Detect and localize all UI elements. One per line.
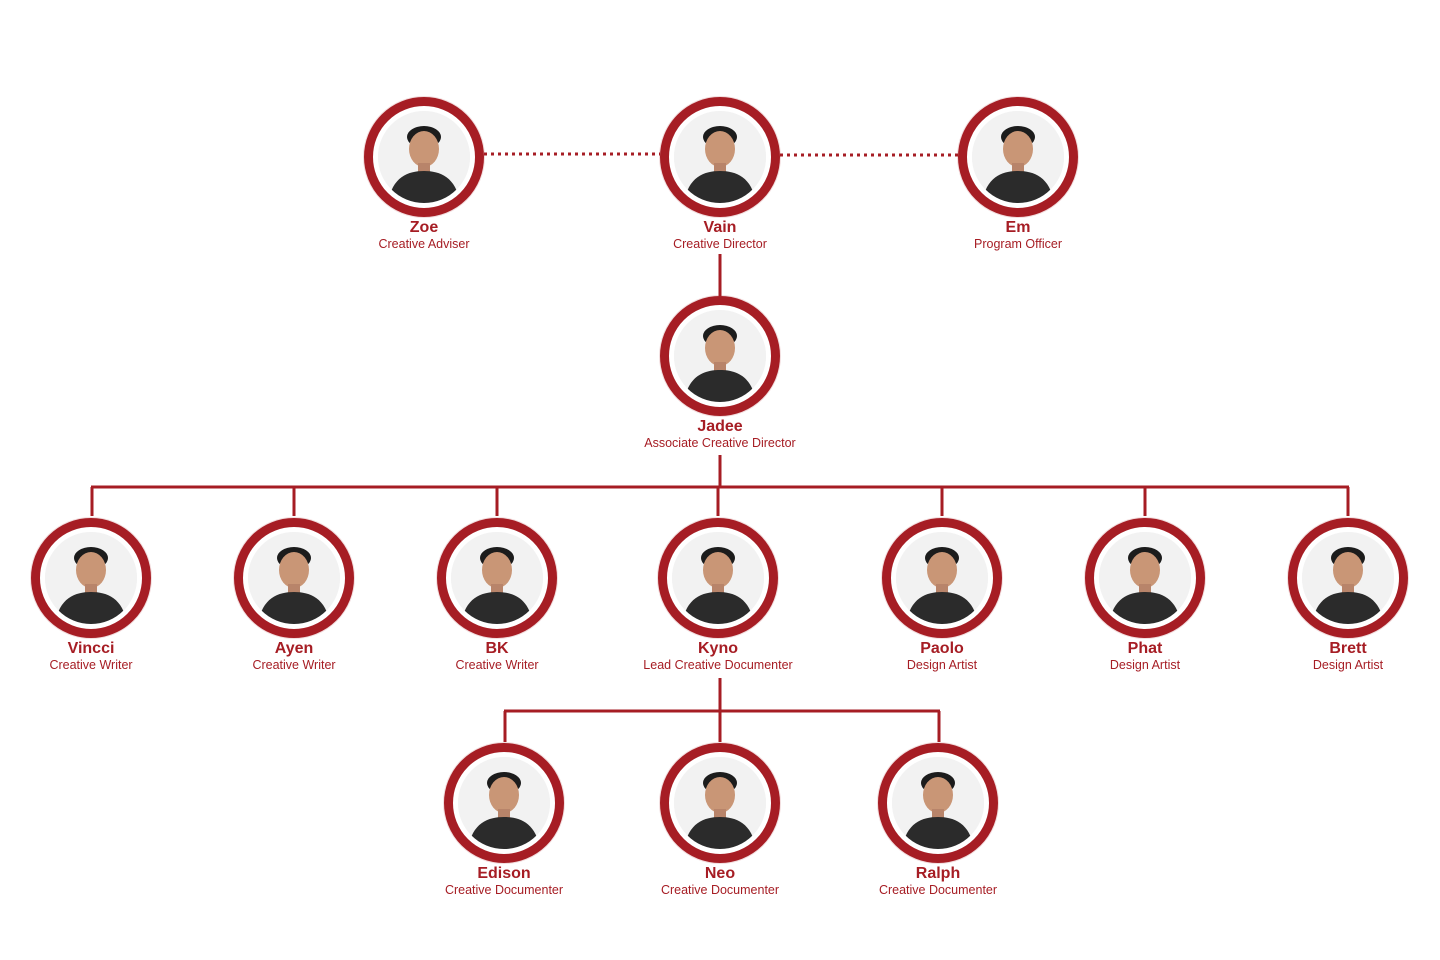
- person-role: Creative Documenter: [600, 883, 840, 898]
- person-role: Lead Creative Documenter: [598, 658, 838, 673]
- node-bk[interactable]: BK Creative Writer: [377, 518, 617, 673]
- avatar: [658, 518, 778, 638]
- person-role: Design Artist: [1228, 658, 1440, 673]
- avatar: [364, 97, 484, 217]
- avatar: [660, 97, 780, 217]
- avatar: [1288, 518, 1408, 638]
- person-name: Brett: [1228, 640, 1440, 658]
- person-role: Associate Creative Director: [600, 436, 840, 451]
- node-brett[interactable]: Brett Design Artist: [1228, 518, 1440, 673]
- avatar: [882, 518, 1002, 638]
- person-photo-icon: [451, 532, 543, 624]
- person-role: Creative Adviser: [304, 237, 544, 252]
- node-em[interactable]: Em Program Officer: [898, 97, 1138, 252]
- person-photo-icon: [674, 757, 766, 849]
- person-photo-icon: [896, 532, 988, 624]
- person-name: Vain: [600, 219, 840, 237]
- person-photo-icon: [972, 111, 1064, 203]
- avatar: [1085, 518, 1205, 638]
- person-role: Creative Writer: [377, 658, 617, 673]
- person-photo-icon: [45, 532, 137, 624]
- avatar: [234, 518, 354, 638]
- person-photo-icon: [1302, 532, 1394, 624]
- node-jadee[interactable]: Jadee Associate Creative Director: [600, 296, 840, 451]
- person-role: Creative Director: [600, 237, 840, 252]
- person-photo-icon: [248, 532, 340, 624]
- person-name: Neo: [600, 865, 840, 883]
- avatar: [444, 743, 564, 863]
- avatar: [660, 743, 780, 863]
- person-name: Ralph: [818, 865, 1058, 883]
- person-name: BK: [377, 640, 617, 658]
- node-neo[interactable]: Neo Creative Documenter: [600, 743, 840, 898]
- person-name: Jadee: [600, 418, 840, 436]
- person-role: Program Officer: [898, 237, 1138, 252]
- person-photo-icon: [674, 310, 766, 402]
- person-name: Edison: [384, 865, 624, 883]
- node-edison[interactable]: Edison Creative Documenter: [384, 743, 624, 898]
- person-photo-icon: [672, 532, 764, 624]
- avatar: [958, 97, 1078, 217]
- node-ralph[interactable]: Ralph Creative Documenter: [818, 743, 1058, 898]
- person-name: Em: [898, 219, 1138, 237]
- person-photo-icon: [378, 111, 470, 203]
- node-kyno[interactable]: Kyno Lead Creative Documenter: [598, 518, 838, 673]
- avatar: [31, 518, 151, 638]
- avatar: [437, 518, 557, 638]
- node-zoe[interactable]: Zoe Creative Adviser: [304, 97, 544, 252]
- person-role: Creative Documenter: [384, 883, 624, 898]
- avatar: [660, 296, 780, 416]
- person-name: Zoe: [304, 219, 544, 237]
- person-photo-icon: [674, 111, 766, 203]
- person-photo-icon: [892, 757, 984, 849]
- person-name: Kyno: [598, 640, 838, 658]
- avatar: [878, 743, 998, 863]
- person-role: Creative Documenter: [818, 883, 1058, 898]
- person-photo-icon: [458, 757, 550, 849]
- person-photo-icon: [1099, 532, 1191, 624]
- node-vain[interactable]: Vain Creative Director: [600, 97, 840, 252]
